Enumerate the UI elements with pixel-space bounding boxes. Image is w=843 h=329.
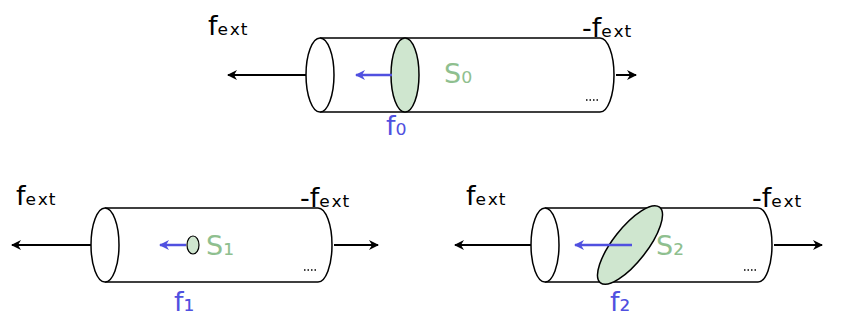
force-label: fₑₓₜ <box>208 12 249 39</box>
force-label: -fₑₓₜ <box>582 14 632 41</box>
force-arrow <box>334 244 378 246</box>
force-label: fₑₓₜ <box>466 182 507 209</box>
force-arrow <box>455 244 531 246</box>
force-arrow <box>774 244 822 246</box>
force-label: -fₑₓₜ <box>300 184 350 211</box>
force-label: fₑₓₜ <box>16 182 57 209</box>
force-arrow <box>575 244 632 247</box>
force-label: f₂ <box>610 288 630 315</box>
force-arrow <box>356 74 392 77</box>
cylinder <box>306 38 614 112</box>
force-arrow <box>228 74 306 76</box>
force-label: f₀ <box>386 112 406 139</box>
force-label: -fₑₓₜ <box>752 184 802 211</box>
force-arrow <box>160 244 186 247</box>
section-label: S₂ <box>656 232 684 259</box>
cylinder <box>91 208 332 282</box>
section-surface <box>391 38 419 112</box>
section-label: S₁ <box>206 232 234 259</box>
force-label: f₁ <box>174 288 194 315</box>
section-surface <box>187 236 199 254</box>
force-arrow <box>616 74 636 76</box>
force-arrow <box>12 244 91 246</box>
section-label: S₀ <box>444 60 472 87</box>
